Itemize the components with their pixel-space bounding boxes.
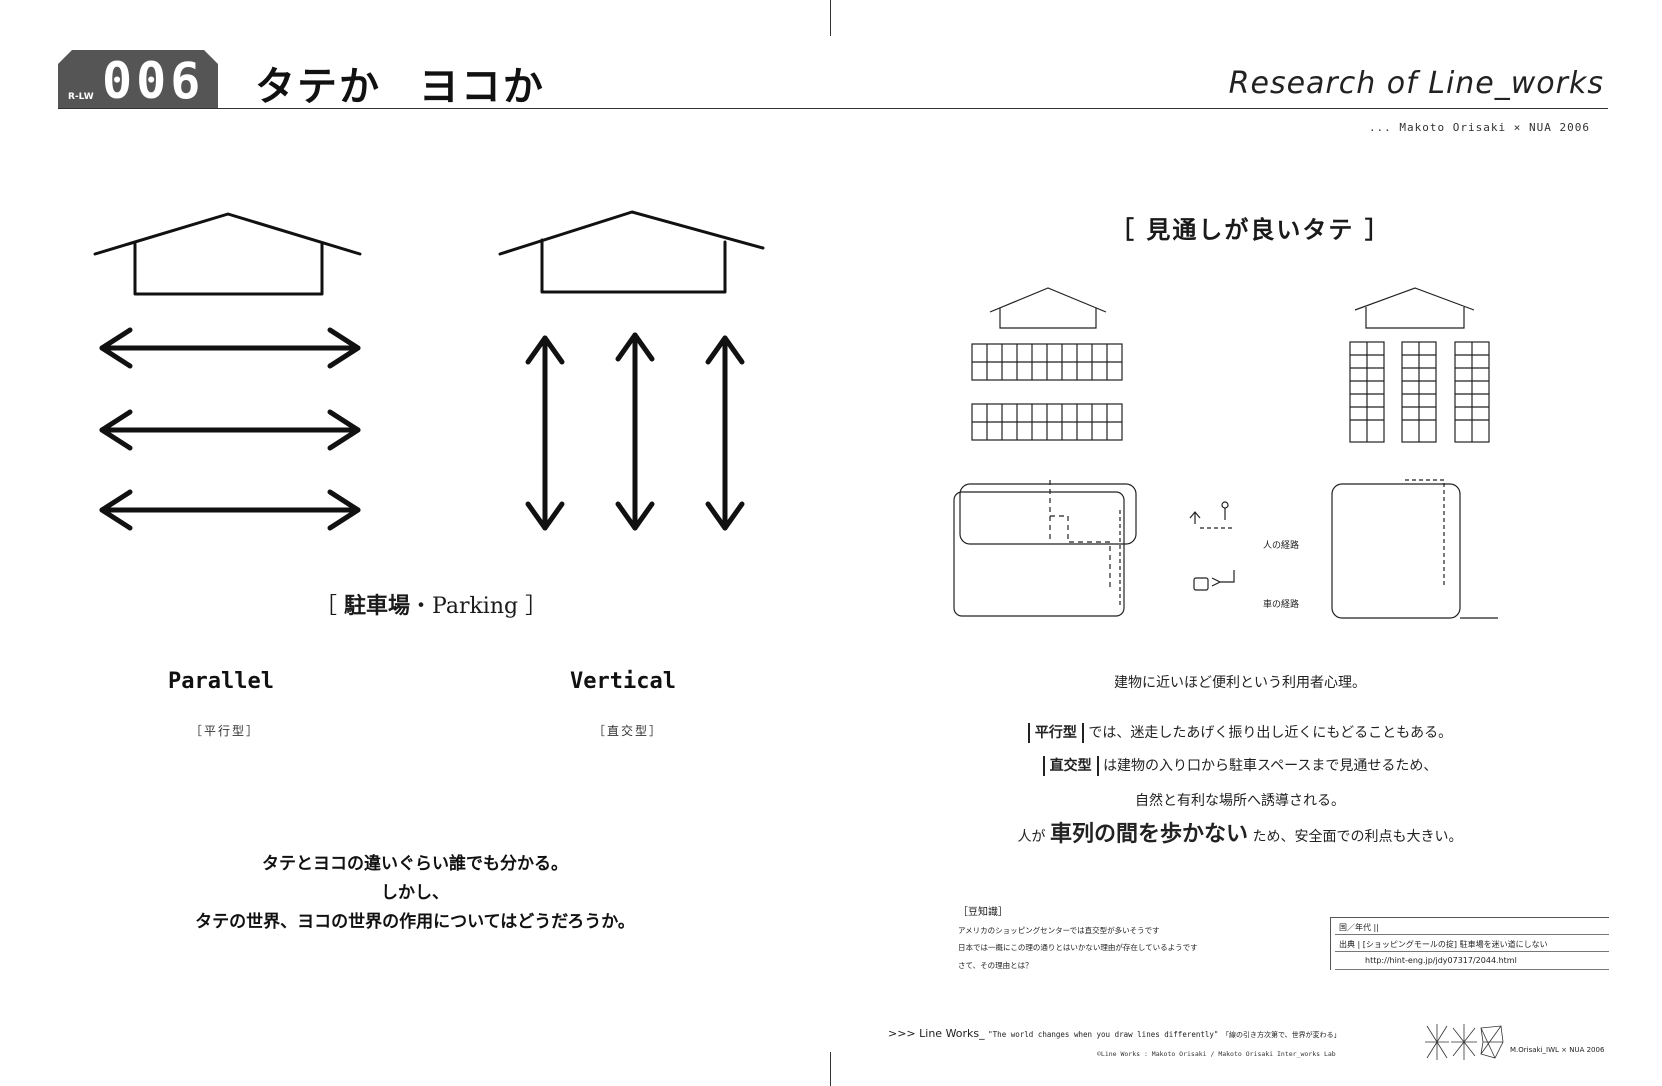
parallel-tag: 平行型 [1027,723,1084,743]
tab-code: R-LW [68,92,94,102]
right-line-2: 平行型 では、迷走したあげく振り出し近くにもどることもある。 [940,722,1540,743]
house-icon [1354,287,1475,329]
source-rule [1335,969,1609,970]
page-title: タテか ヨコか [255,63,545,110]
car-route-icon [1193,570,1235,591]
parking-column [1454,341,1490,443]
horizontal-arrow-icon [99,489,361,531]
vertical-sub: ［直交型］ [593,724,664,738]
house-icon [989,287,1107,329]
right-line-3: 直交型 は建物の入り口から駐車スペースまで見通せるため、 [940,755,1540,776]
legend-person-label: 人の経路 [1263,541,1300,551]
legend-car-label: 車の経路 [1263,600,1300,610]
right-heading: ［ 見通しが良いタテ ］ [1110,215,1391,244]
vertical-arrow-icon [615,332,655,531]
note-line: 日本では一概にこの理の通りとはいかない理由が存在しているようです [958,943,1198,952]
line5-b: ため、安全面での利点も大きい。 [1252,829,1463,845]
vertical-label: Vertical [570,669,676,694]
source-title: 出典 | [ショッピングモールの掟] 駐車場を迷い道にしない [1339,940,1548,949]
source-rule [1335,951,1609,952]
source-box: 国／年代 || 出典 | [ショッピングモールの掟] 駐車場を迷い道にしない h… [1330,917,1609,970]
footer-tagline: >>> Line Works_ "The world changes when … [888,1027,1341,1040]
parking-row [971,403,1123,441]
note-line: さて、その理由とは？ [958,961,1033,970]
author-line: ... Makoto Orisaki × NUA 2006 [1368,121,1590,134]
brand-title: Research of Line_works [1228,66,1604,101]
parking-column [1349,341,1385,443]
vertical-arrow-icon [525,335,565,531]
right-line-1: 建物に近いほど便利という利用者心理。 [1114,675,1366,691]
parking-caption-en: Parking [432,594,519,619]
parking-caption: ［ 駐車場・Parking ］ [315,593,548,619]
horizontal-arrow-icon [99,327,361,369]
house-icon [498,210,765,294]
network-logo-icon [1425,1024,1504,1060]
parking-column [1401,341,1437,443]
source-label: 国／年代 || [1339,923,1379,932]
line5-emphasis: 車列の間を歩かない [1049,821,1248,847]
parallel-text: では、迷走したあげく振り出し近くにもどることもある。 [1088,725,1453,741]
parking-row [971,343,1123,381]
spine-top [830,0,831,36]
note-line: アメリカのショッピングセンターでは直交型が多いそうです [958,926,1160,935]
horizontal-arrow-icon [99,409,361,451]
footer-copyright: ©Line Works : Makoto Orisaki / Makoto Or… [1097,1050,1336,1058]
left-body-text: タテとヨコの違いぐらい誰でも分かる。 しかし、 タテの世界、ヨコの世界の作用につ… [100,850,730,937]
vertical-tag: 直交型 [1042,756,1099,776]
body-line: タテとヨコの違いぐらい誰でも分かる。 [262,854,568,874]
house-icon [93,212,362,296]
vertical-arrow-icon [705,335,745,531]
source-rule [1335,934,1609,935]
footer-credit: M.Orisaki_IWL × NUA 2006 [1510,1046,1605,1054]
spine-bottom [830,1052,831,1086]
person-route-icon [1189,501,1235,529]
body-line: しかし、 [381,883,449,903]
parking-caption-jp: 駐車場 [344,593,411,619]
right-line-4: 自然と有利な場所へ誘導される。 [1135,793,1345,809]
notes-title: ［豆知識］ [958,907,1008,918]
page-tab [58,50,218,109]
vertical-text: は建物の入り口から駐車スペースまで見通せるため、 [1103,758,1438,774]
tab-number: 006 [102,52,205,110]
footer-quote-jp: 「線の引き方次第で、世界が変わる」 [1221,1031,1341,1039]
footer-quote: "The world changes when you draw lines d… [988,1030,1219,1039]
header-rule [58,108,1608,109]
footer-prefix: >>> Line Works_ [888,1027,985,1040]
line5-a: 人が [1017,829,1046,845]
parking-layout-diagram [953,287,1498,619]
parking-illustration [93,210,765,531]
parallel-label: Parallel [168,669,274,694]
source-url[interactable]: http://hint-eng.jp/jdy07317/2044.html [1365,956,1517,965]
parallel-sub: ［平行型］ [190,724,261,738]
body-line: タテの世界、ヨコの世界の作用についてはどうだろうか。 [195,912,635,932]
right-line-5: 人が 車列の間を歩かない ため、安全面での利点も大きい。 [940,816,1540,848]
